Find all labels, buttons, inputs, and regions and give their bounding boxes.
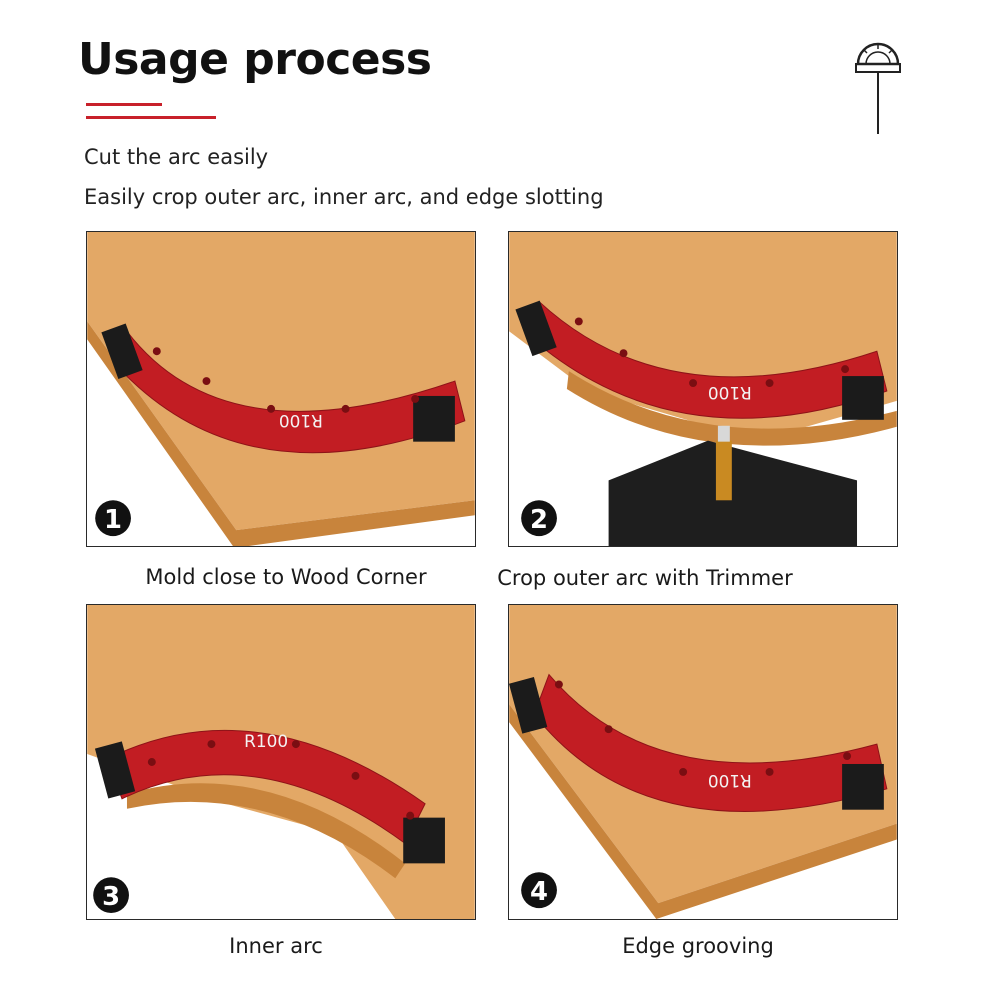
step-number-badge: 4	[530, 877, 548, 907]
step-2-caption: Crop outer arc with Trimmer	[497, 566, 793, 590]
step-2-illustration: R100 2	[509, 232, 897, 546]
step-4-caption: Edge grooving	[622, 934, 774, 958]
jig-label: R100	[279, 411, 323, 431]
subtitle-secondary: Easily crop outer arc, inner arc, and ed…	[84, 185, 604, 209]
step-number-badge: 1	[104, 505, 122, 535]
step-3-caption: Inner arc	[229, 934, 323, 958]
step-3-panel: R100 3	[86, 604, 476, 920]
protractor-logo-icon	[855, 42, 901, 134]
page-title: Usage process	[78, 34, 432, 85]
step-3-illustration: R100 3	[87, 605, 475, 919]
step-4-illustration: R100 4	[509, 605, 897, 919]
step-2-panel: R100 2	[508, 231, 898, 547]
step-number-badge: 3	[102, 882, 120, 912]
title-underline-long	[86, 116, 216, 119]
subtitle-primary: Cut the arc easily	[84, 145, 269, 169]
step-1-caption: Mold close to Wood Corner	[145, 565, 427, 589]
step-1-illustration: R100 1	[87, 232, 475, 546]
step-4-panel: R100 4	[508, 604, 898, 920]
jig-label: R100	[708, 771, 752, 791]
step-number-badge: 2	[530, 505, 548, 535]
jig-label: R100	[708, 383, 752, 403]
jig-label: R100	[244, 731, 288, 751]
title-underline-short	[86, 103, 162, 106]
step-1-panel: R100 1	[86, 231, 476, 547]
